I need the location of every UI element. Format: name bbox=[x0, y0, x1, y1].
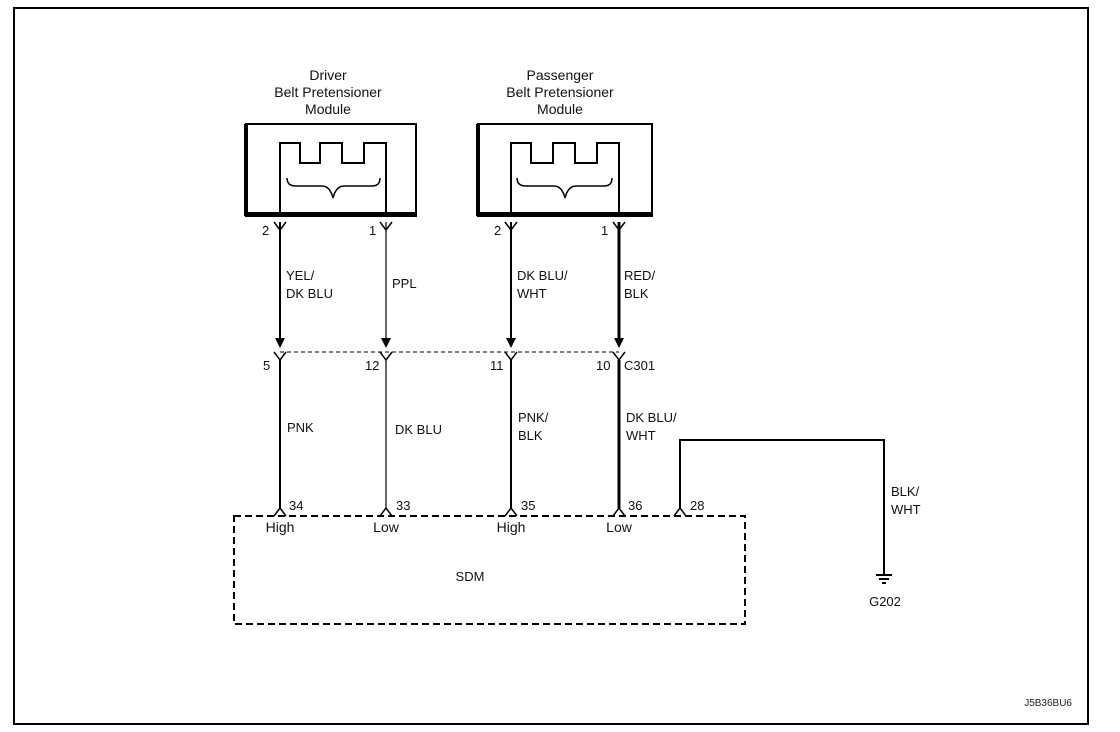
sdm-pin-33: 33 bbox=[396, 498, 410, 513]
connector-c301-terminals bbox=[273, 351, 626, 362]
driver-module-title-1: Driver bbox=[309, 67, 347, 83]
passenger-bracket bbox=[516, 177, 613, 199]
sdm-pin-35: 35 bbox=[521, 498, 535, 513]
wire-label-dkblu: DK BLU bbox=[395, 422, 442, 437]
connector-c301-label: C301 bbox=[624, 358, 655, 373]
sdm-pin-36: 36 bbox=[628, 498, 642, 513]
c301-pin-11: 11 bbox=[490, 358, 504, 373]
ground-symbol-icon bbox=[876, 574, 892, 584]
wire-label-pnk-blk-1: PNK/ bbox=[518, 410, 549, 425]
sdm-label-low-1: Low bbox=[373, 519, 400, 535]
driver-module: Driver Belt Pretensioner Module bbox=[244, 67, 417, 217]
wire-label-yel-dkblu-1: YEL/ bbox=[286, 268, 315, 283]
wire-label-dkblu-wht-lower-1: DK BLU/ bbox=[626, 410, 677, 425]
passenger-pin-1: 1 bbox=[601, 223, 608, 238]
sdm-name: SDM bbox=[456, 569, 485, 584]
wire-label-ppl: PPL bbox=[392, 276, 417, 291]
driver-squib-symbol bbox=[279, 142, 387, 212]
sdm-label-high-1: High bbox=[266, 519, 295, 535]
wire-label-red-blk-1: RED/ bbox=[624, 268, 655, 283]
ground-wire-label-2: WHT bbox=[891, 502, 921, 517]
passenger-pin-2: 2 bbox=[494, 223, 501, 238]
c301-pin-5: 5 bbox=[263, 358, 270, 373]
wire-label-dkblu-wht-1: DK BLU/ bbox=[517, 268, 568, 283]
lower-wires bbox=[279, 360, 621, 508]
driver-bracket bbox=[286, 177, 381, 199]
driver-pin-2: 2 bbox=[262, 223, 269, 238]
wire-label-pnk: PNK bbox=[287, 420, 314, 435]
c301-pin-12: 12 bbox=[365, 358, 379, 373]
driver-module-title-3: Module bbox=[305, 101, 351, 117]
diagram-id: J5B36BU6 bbox=[1024, 698, 1072, 709]
sdm-label-high-2: High bbox=[497, 519, 526, 535]
driver-pin-1: 1 bbox=[369, 223, 376, 238]
wire-label-dkblu-wht-lower-2: WHT bbox=[626, 428, 656, 443]
driver-module-title-2: Belt Pretensioner bbox=[274, 84, 382, 100]
passenger-module-title-3: Module bbox=[537, 101, 583, 117]
wire-label-pnk-blk-2: BLK bbox=[518, 428, 543, 443]
module-terminal-symbols bbox=[273, 221, 626, 232]
sdm-terminal-symbols bbox=[273, 506, 687, 517]
upper-wires bbox=[275, 222, 624, 348]
diagram-frame bbox=[13, 7, 1089, 725]
wire-label-red-blk-2: BLK bbox=[624, 286, 649, 301]
sdm-box bbox=[233, 515, 746, 625]
passenger-module: Passenger Belt Pretensioner Module bbox=[476, 67, 653, 217]
passenger-squib-symbol bbox=[510, 142, 620, 212]
wire-label-yel-dkblu-2: DK BLU bbox=[286, 286, 333, 301]
passenger-module-title-1: Passenger bbox=[527, 67, 594, 83]
passenger-module-title-2: Belt Pretensioner bbox=[506, 84, 614, 100]
sdm-label-low-2: Low bbox=[606, 519, 633, 535]
passenger-module-box bbox=[477, 123, 653, 217]
wire-label-dkblu-wht-2: WHT bbox=[517, 286, 547, 301]
ground-wire-label-1: BLK/ bbox=[891, 484, 920, 499]
sdm-pin-28: 28 bbox=[690, 498, 704, 513]
c301-pin-10: 10 bbox=[596, 358, 610, 373]
ground-name-g202: G202 bbox=[869, 594, 901, 609]
sdm-pin-34: 34 bbox=[289, 498, 303, 513]
driver-module-box bbox=[245, 123, 417, 217]
ground-wire bbox=[679, 439, 885, 574]
